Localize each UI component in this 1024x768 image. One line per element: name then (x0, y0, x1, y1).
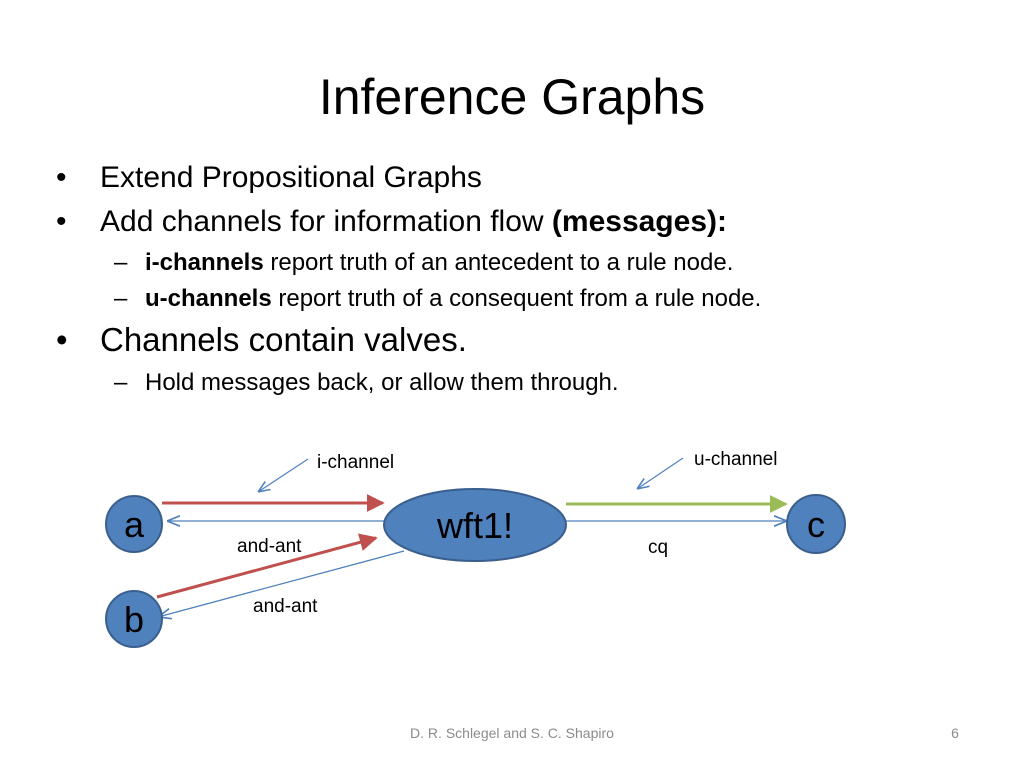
subbullet-term: u-channels (145, 285, 272, 312)
subbullet-term: i-channels (145, 249, 264, 276)
node-wft1 (383, 488, 567, 562)
subbullet-text: report truth of an antecedent to a rule … (263, 249, 734, 276)
u-channel-callout-arrow (637, 457, 684, 489)
node-b (105, 590, 163, 648)
bullet-channels-contain-valves: • Channels contain valves. (56, 320, 996, 360)
bullet-text: Channels contain valves. (100, 321, 467, 358)
subbullet-u-channels: – u-channels report truth of a consequen… (56, 284, 996, 314)
bullet-marker: • (56, 321, 68, 358)
i-channel-b-to-wft1 (156, 533, 378, 599)
i-channel-callout-arrow (258, 458, 309, 492)
bullet-marker: • (56, 205, 67, 238)
page-number: 6 (951, 725, 959, 741)
dash-marker: – (114, 249, 128, 276)
node-c (786, 494, 846, 554)
dash-marker: – (114, 285, 128, 312)
edge-label-a-and-ant: and-ant (237, 536, 302, 557)
dash-marker: – (114, 369, 128, 396)
bullet-marker: • (56, 161, 67, 194)
i-channel-callout-label: i-channel (317, 452, 394, 473)
u-channel-callout-label: u-channel (694, 449, 777, 470)
node-wft1-label: wft1! (436, 505, 513, 546)
bullet-emphasis: (messages): (551, 205, 727, 238)
edge-wft1-to-b (158, 550, 405, 617)
bullet-text: Extend Propositional Graphs (100, 161, 482, 194)
node-a (105, 495, 163, 553)
subbullet-text: report truth of a consequent from a rule… (271, 285, 762, 312)
subbullet-text: Hold messages back, or allow them throug… (145, 369, 619, 396)
node-b-label: b (124, 599, 144, 640)
footer-author: D. R. Schlegel and S. C. Shapiro (410, 725, 614, 741)
node-a-label: a (124, 504, 145, 545)
edge-label-b-and-ant: and-ant (253, 596, 318, 617)
subbullet-hold-messages: – Hold messages back, or allow them thro… (56, 368, 996, 398)
bullet-text: Add channels for information flow (100, 205, 552, 238)
subbullet-i-channels: – i-channels report truth of an antecede… (56, 248, 996, 278)
edge-label-cq: cq (648, 537, 668, 558)
slide-title: Inference Graphs (318, 69, 706, 125)
bullet-extend-propositional-graphs: • Extend Propositional Graphs (56, 160, 996, 196)
bullet-add-channels: • Add channels for information flow (mes… (56, 204, 996, 240)
node-c-label: c (807, 504, 825, 545)
bullet-list: • Extend Propositional Graphs • Add chan… (56, 160, 996, 404)
